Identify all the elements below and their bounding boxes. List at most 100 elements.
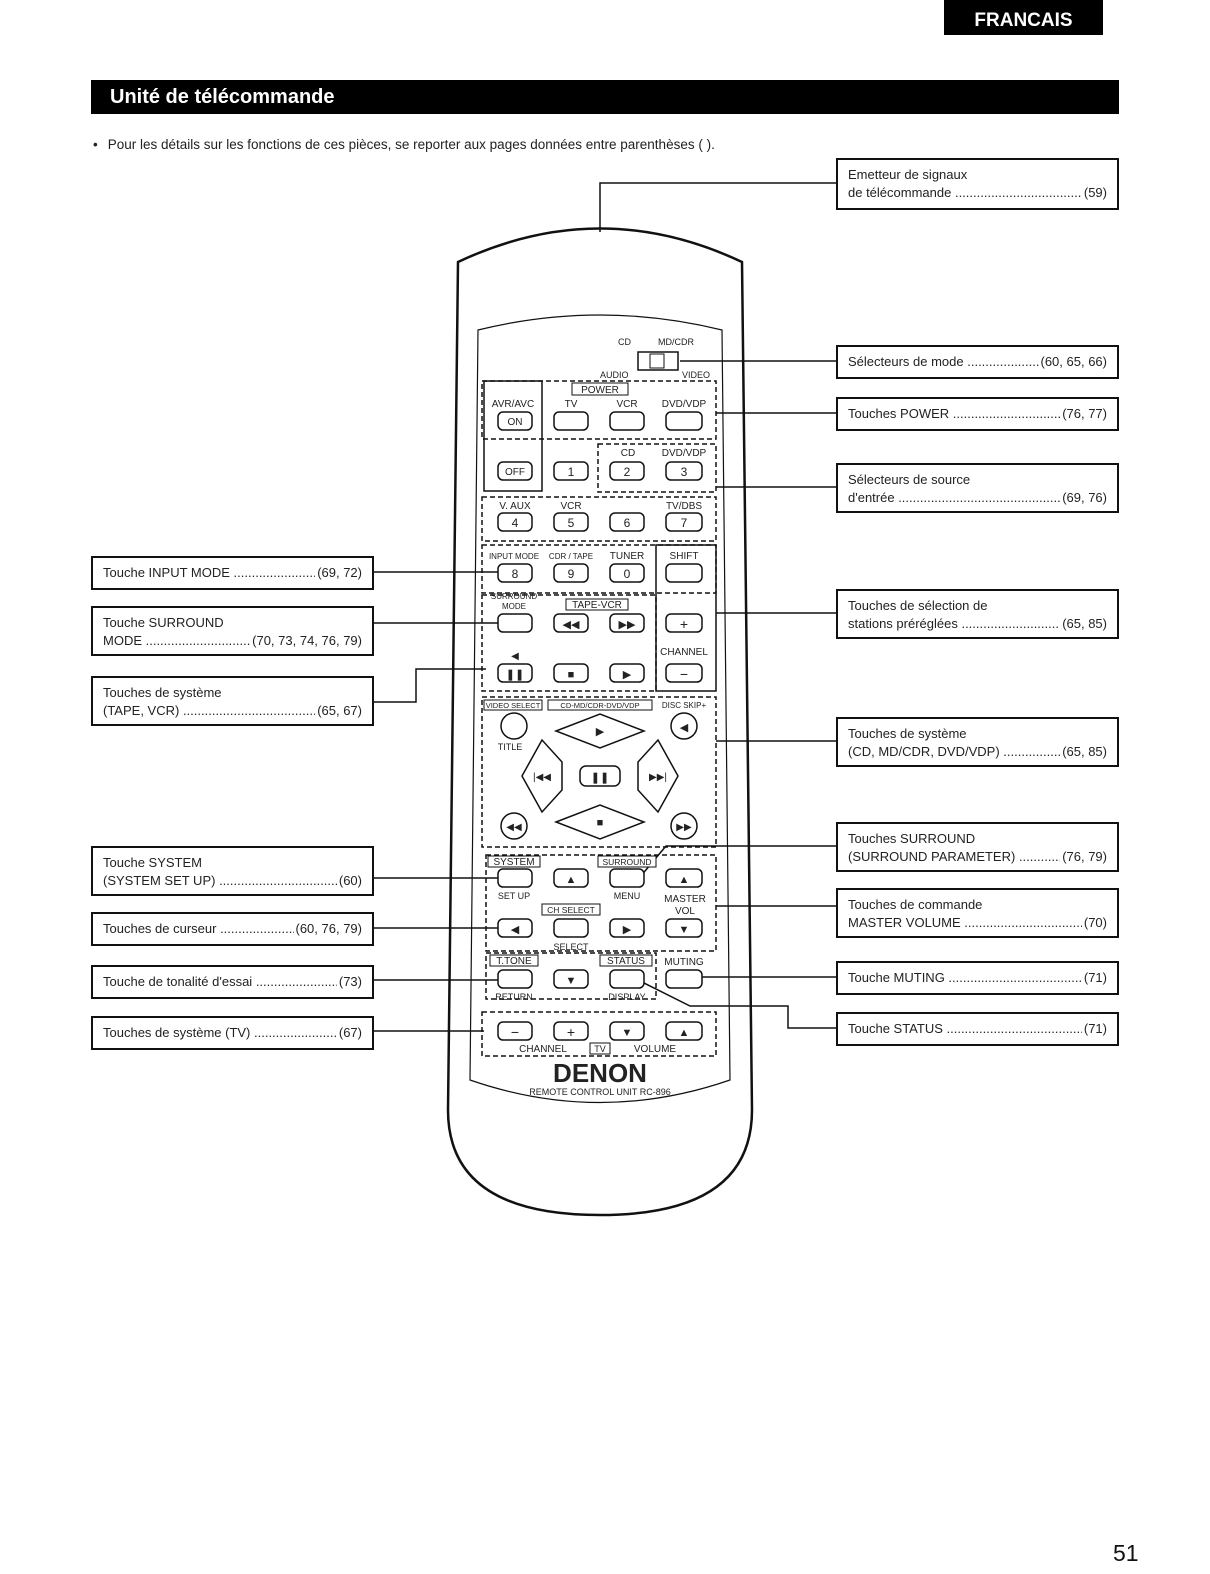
digit-0-button[interactable] xyxy=(609,563,645,583)
off-button[interactable] xyxy=(497,461,533,481)
system-button[interactable] xyxy=(497,868,533,888)
callout-ref: (69, 76) xyxy=(1062,490,1107,505)
volume-label: VOLUME xyxy=(634,1044,677,1055)
mode-cd-label: CD xyxy=(618,337,631,347)
tv-volume-up-button[interactable] xyxy=(665,1021,703,1041)
callout-system-setup: Touche SYSTEM (SYSTEM SET UP)(60) xyxy=(91,846,374,896)
cursor-up-icon: ▲ xyxy=(566,874,577,886)
digit-9-label: 9 xyxy=(568,567,575,581)
tape-rewind-button[interactable] xyxy=(553,613,589,633)
callout-lead: Touches de système (TV) xyxy=(103,1024,337,1042)
callout-surround-mode: Touche SURROUND MODE(70, 73, 74, 76, 79) xyxy=(91,606,374,656)
disc-stop-button[interactable] xyxy=(553,804,647,840)
model-label: REMOTE CONTROL UNIT RC-896 xyxy=(529,1087,671,1097)
cursor-center-button[interactable] xyxy=(553,918,589,938)
disc-skip-icon: ◀ xyxy=(680,722,689,734)
muting-button[interactable] xyxy=(665,969,703,989)
digit-7-button[interactable] xyxy=(665,512,703,532)
vcr2-label: VCR xyxy=(560,501,581,512)
power-label: POWER xyxy=(581,385,619,396)
muting-label: MUTING xyxy=(664,957,704,968)
digit-3-button[interactable] xyxy=(665,461,703,481)
test-tone-button[interactable] xyxy=(497,969,533,989)
master-vol-up-button[interactable] xyxy=(665,868,703,888)
cursor-down-button[interactable] xyxy=(553,969,589,989)
on-button[interactable] xyxy=(497,411,533,431)
cursor-left-button[interactable] xyxy=(497,918,533,938)
tape-stop-button[interactable] xyxy=(553,663,589,683)
section-title: Unité de télécommande xyxy=(91,80,1119,114)
callout-line1: Touches SURROUND xyxy=(848,831,976,846)
cursor-right-button[interactable] xyxy=(609,918,645,938)
surround-button[interactable] xyxy=(609,868,645,888)
tv-channel-minus-button[interactable] xyxy=(497,1021,533,1041)
cursor-up-button[interactable] xyxy=(553,868,589,888)
disc-skip-label: DISC SKIP+ xyxy=(662,701,707,710)
tape-forward-button[interactable] xyxy=(609,613,645,633)
disc-next-button[interactable] xyxy=(637,738,679,814)
digit-4-button[interactable] xyxy=(497,512,533,532)
mode-mdcdr-label: MD/CDR xyxy=(658,337,694,347)
pause-icon: ❚❚ xyxy=(506,669,524,681)
mode-label: MODE xyxy=(502,602,526,611)
return-label: RETURN xyxy=(495,992,533,1002)
callout-system-disc: Touches de système (CD, MD/CDR, DVD/VDP)… xyxy=(836,717,1119,767)
callout-lead: (TAPE, VCR) xyxy=(103,702,315,720)
remote-face xyxy=(469,314,731,1104)
digit-1-button[interactable] xyxy=(553,461,589,481)
tv-channel-plus-button[interactable] xyxy=(553,1021,589,1041)
shift-button[interactable] xyxy=(665,563,703,583)
system-label: SYSTEM xyxy=(493,857,534,868)
disc-ff-button[interactable] xyxy=(670,812,698,840)
tv-plus-icon: + xyxy=(567,1024,575,1040)
callout-lead: stations préréglées xyxy=(848,615,1060,633)
disc-rewind-button[interactable] xyxy=(500,812,528,840)
dvd2-label: DVD/VDP xyxy=(662,448,707,459)
disc-prev-button[interactable] xyxy=(521,738,563,814)
tuner-label: TUNER xyxy=(610,551,644,562)
channel-plus-button[interactable] xyxy=(665,613,703,633)
callout-surround: Touches SURROUND (SURROUND PARAMETER)(76… xyxy=(836,822,1119,872)
vcr-label: VCR xyxy=(616,399,637,410)
surround-mode-button[interactable] xyxy=(497,613,533,633)
callout-lead: (SYSTEM SET UP) xyxy=(103,872,337,890)
tv-volume-down-button[interactable] xyxy=(609,1021,645,1041)
disc-pause-icon: ❚❚ xyxy=(591,772,609,784)
disc-play-button[interactable] xyxy=(553,713,647,749)
ch-select-label: CH SELECT xyxy=(547,905,595,915)
tape-pause-button[interactable] xyxy=(497,663,533,683)
vol-label: VOL xyxy=(675,906,695,917)
video-select-button[interactable] xyxy=(500,712,528,740)
callout-lead: Touche INPUT MODE xyxy=(103,564,315,582)
disc-pause-button[interactable] xyxy=(579,765,621,787)
callout-line1: Touche SYSTEM xyxy=(103,855,202,870)
tv-label: TV xyxy=(565,399,578,410)
video-select-label: VIDEO SELECT xyxy=(486,701,541,710)
digit-5-button[interactable] xyxy=(553,512,589,532)
digit-2-button[interactable] xyxy=(609,461,645,481)
callout-input-mode: Touche INPUT MODE(69, 72) xyxy=(91,556,374,590)
callout-ref: (65, 67) xyxy=(317,703,362,718)
digit-8-button[interactable] xyxy=(497,563,533,583)
vcr-power-button[interactable] xyxy=(609,411,645,431)
digit-6-button[interactable] xyxy=(609,512,645,532)
play-icon: ▶ xyxy=(623,669,632,681)
status-button[interactable] xyxy=(609,969,645,989)
cdrtape-label: CDR / TAPE xyxy=(549,552,593,561)
status-label: STATUS xyxy=(607,956,645,967)
tv-power-button[interactable] xyxy=(553,411,589,431)
skip-back-icon: |◀◀ xyxy=(533,772,551,783)
master-vol-down-button[interactable] xyxy=(665,918,703,938)
channel-label: CHANNEL xyxy=(660,647,708,658)
digit-9-button[interactable] xyxy=(553,563,589,583)
dvd-power-button[interactable] xyxy=(665,411,703,431)
channel-minus-button[interactable] xyxy=(665,663,703,683)
setup-label: SET UP xyxy=(498,891,530,901)
tape-play-button[interactable] xyxy=(609,663,645,683)
tvdbs-label: TV/DBS xyxy=(666,501,702,512)
dvd-label: DVD/VDP xyxy=(662,399,707,410)
tv-box-label: TV xyxy=(594,1044,606,1054)
callout-ref: (60, 65, 66) xyxy=(1040,354,1108,369)
disc-skip-button[interactable] xyxy=(670,712,698,740)
